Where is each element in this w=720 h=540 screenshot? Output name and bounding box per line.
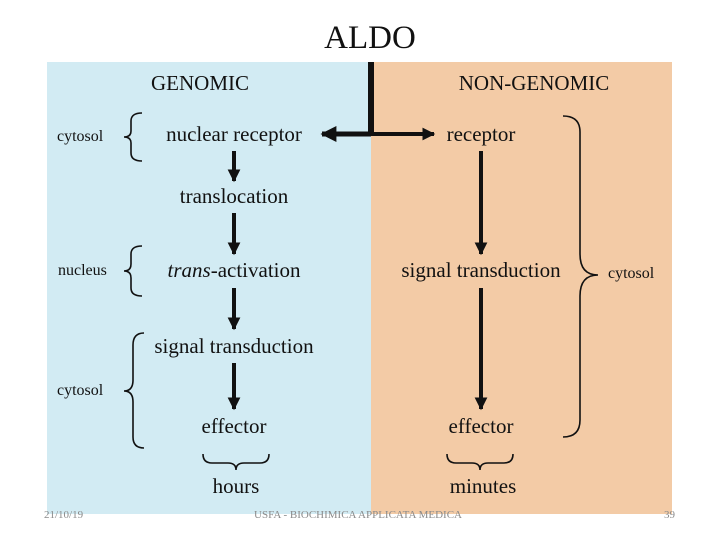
brace-minutes — [446, 453, 514, 471]
genomic-heading: GENOMIC — [151, 71, 249, 95]
time-minutes: minutes — [449, 474, 517, 498]
footer-page-number: 39 — [664, 509, 675, 521]
slide-title: ALDO — [324, 20, 416, 56]
footer-course: USFA - BIOCHIMICA APPLICATA MEDICA — [254, 509, 462, 521]
brace-ng-cytosol — [562, 115, 599, 438]
genomic-panel — [47, 62, 371, 514]
nongenomic-heading: NON-GENOMIC — [458, 71, 610, 95]
brace-cytosol-top — [123, 112, 143, 162]
label-cytosol-top: cytosol — [57, 128, 104, 145]
footer-date: 21/10/19 — [44, 509, 84, 521]
node-trans-activation: trans-activation — [168, 260, 301, 281]
activation-text: -activation — [210, 258, 301, 282]
node-genomic-effector: effector — [201, 414, 267, 438]
trans-italic-text: trans — [167, 258, 211, 282]
brace-cytosol-bottom — [123, 332, 145, 449]
nongenomic-panel — [371, 62, 672, 514]
node-receptor: receptor — [446, 122, 516, 146]
time-hours: hours — [212, 474, 260, 498]
node-nuclear-receptor: nuclear receptor — [166, 122, 302, 146]
node-ng-signal-transduction: signal transduction — [401, 258, 561, 282]
node-signal-transduction: signal transduction — [154, 334, 314, 358]
label-nucleus: nucleus — [58, 262, 107, 279]
label-ng-cytosol: cytosol — [608, 265, 655, 282]
node-ng-effector: effector — [448, 414, 514, 438]
label-cytosol-bottom: cytosol — [57, 382, 104, 399]
brace-hours — [202, 453, 270, 471]
brace-nucleus — [123, 245, 143, 297]
node-translocation: translocation — [179, 184, 289, 208]
